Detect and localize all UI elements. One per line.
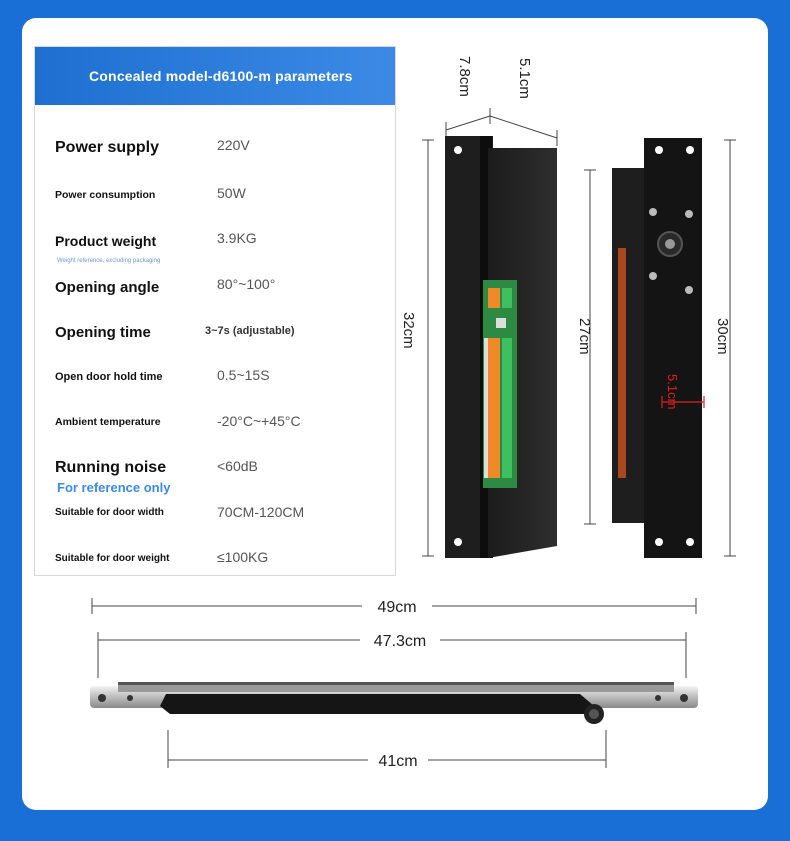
parameters-title: Concealed model-d6100-m parameters [89, 68, 353, 84]
param-value: -20°C~+45°C [217, 413, 301, 429]
controller-box-side [612, 138, 702, 558]
controller-box-front [445, 136, 557, 558]
param-label: Power consumption [55, 189, 156, 201]
param-note: For reference only [57, 480, 171, 495]
param-label: Opening angle [55, 279, 160, 296]
arm-total-label: 49cm [377, 599, 416, 616]
param-label: Ambient temperature [55, 416, 161, 428]
product-card: Concealed model-d6100-m parameters Power… [22, 18, 768, 810]
terminal-pins [484, 288, 512, 478]
depth-width-dimension [445, 108, 558, 146]
param-value: 0.5~15S [217, 367, 270, 383]
side-inner-label: 27cm [576, 318, 593, 355]
param-label: Opening time [55, 324, 151, 341]
param-label: Suitable for door width [55, 507, 164, 518]
parameters-header: Concealed model-d6100-m parameters [35, 47, 395, 105]
side-inner-dimension [584, 169, 596, 525]
arm-rail [90, 682, 698, 724]
param-value: 80°~100° [217, 276, 276, 292]
parameters-panel: Concealed model-d6100-m parameters Power… [34, 46, 396, 576]
side-offset-label: 5.1cm [665, 374, 680, 409]
param-value: 3~7s (adjustable) [205, 325, 295, 337]
arm-track-label: 41cm [378, 753, 417, 770]
param-value: 3.9KG [217, 230, 257, 246]
side-offset-dimension [661, 396, 705, 408]
param-value: 220V [217, 137, 250, 153]
param-label: Running noise [55, 459, 167, 476]
param-value: 50W [217, 185, 246, 201]
arm-mid-label: 47.3cm [374, 633, 426, 650]
param-value: ≤100KG [217, 549, 269, 565]
param-label: Suitable for door weight [55, 553, 170, 564]
param-label: Product weight [55, 233, 157, 249]
side-outer-dimension [724, 139, 736, 557]
product-drawings: 7.8cm 5.1cm 32c [90, 56, 736, 770]
front-height-dimension [422, 139, 434, 557]
param-value: <60dB [217, 458, 258, 474]
param-note: Weight reference, excluding packaging [57, 258, 161, 264]
param-value: 70CM-120CM [217, 504, 305, 520]
width-label: 5.1cm [516, 58, 533, 99]
param-label: Power supply [55, 139, 160, 156]
param-label: Open door hold time [55, 371, 163, 383]
front-height-label: 32cm [400, 312, 417, 349]
side-outer-label: 30cm [714, 318, 731, 355]
depth-label: 7.8cm [456, 56, 473, 97]
